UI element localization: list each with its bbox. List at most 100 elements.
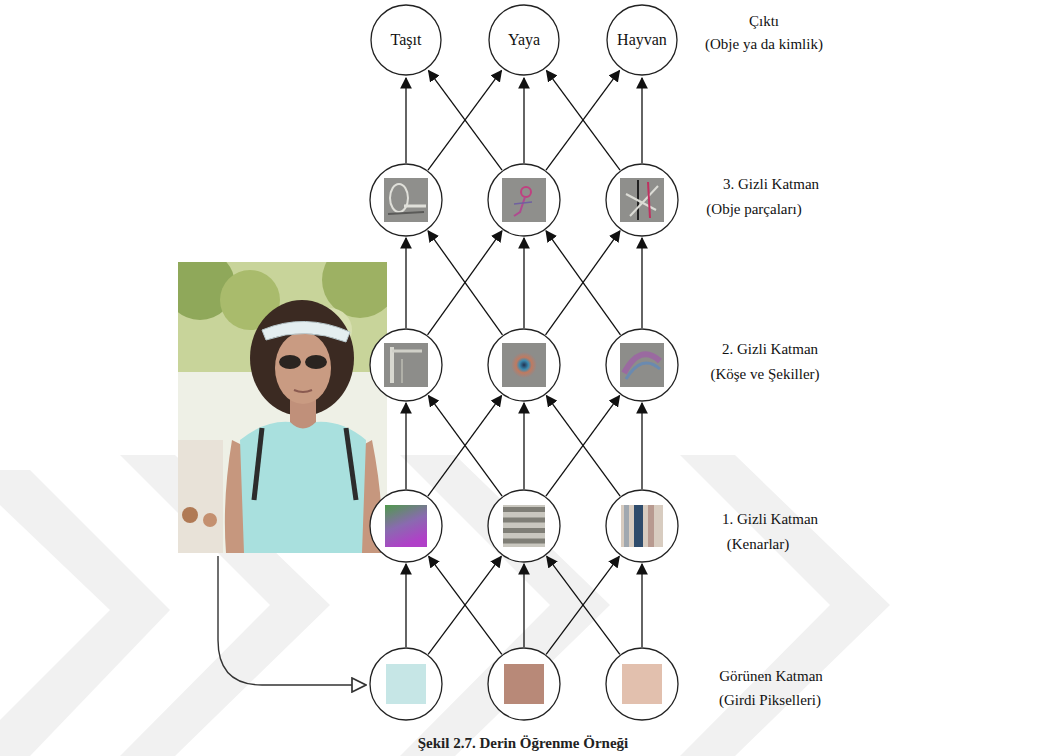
stripe [503,507,545,512]
layer-label: Çıktı [749,12,779,30]
connection-arrow [428,231,502,335]
neuron-circle [606,648,678,720]
connection-arrow [523,564,524,647]
neuron-circle [606,164,678,236]
photo-sunglasses [305,355,327,369]
neuron-circle [370,648,442,720]
layer-label: (Köşe ve Şekiller) [710,365,819,383]
connection-arrow [547,556,620,654]
neuron-circle [489,5,559,75]
feature-stroke [514,197,525,216]
connection-arrow [428,556,501,654]
layer-label: 1. Gizli Katman [722,510,818,528]
connection-arrow [428,396,502,497]
shape-feature [502,343,546,387]
feature-stroke [521,187,531,197]
connection-arrow [405,564,406,647]
photo-face [275,332,331,404]
output-neuron: Yaya [488,4,560,76]
photo-visor [262,321,350,342]
stripe [503,539,545,544]
layer-label: (Girdi Pikselleri) [719,691,821,709]
output-neuron: Hayvan [606,4,678,76]
neuron-circle [488,490,560,562]
layer-label: (Obje parçaları) [706,200,801,218]
connection-arrow [523,238,524,328]
neuron [606,490,678,562]
edge-feature [621,505,663,547]
figure-caption: Şekil 2.7. Derin Öğrenme Örneği [418,735,629,752]
input-photo [178,262,387,553]
connection-arrow [546,231,620,335]
feature-stroke [514,202,532,204]
connection-arrow [429,71,502,171]
connection-arrow [641,564,642,647]
part-feature [502,178,546,222]
input-arrow [218,556,366,685]
neuron [488,329,560,401]
neuron [488,164,560,236]
node-label: Hayvan [617,31,667,49]
neuron [370,648,442,720]
feature-stroke [392,350,422,353]
neuron-circles [370,164,678,720]
feature-stroke [401,359,403,383]
neuron-circle [606,490,678,562]
neuron [488,648,560,720]
edge-feature [503,505,545,547]
layer-label: 3. Gizli Katman [723,175,819,193]
connection-arrow [428,396,502,497]
feature-stroke [630,186,658,216]
connection-arrow [547,71,620,171]
connection-arrow [546,556,619,654]
stripe [648,505,654,547]
connection-arrow [641,78,642,163]
layer-label: Görünen Katman [719,667,823,685]
connection-arrow [641,403,642,489]
photo-bystander [203,513,217,527]
connection-arrow [546,396,620,497]
connection-arrow [405,403,406,489]
neuron-circle [488,164,560,236]
node-label: Taşıt [391,31,422,49]
neuron-circle [370,164,442,236]
connection-arrow [405,78,406,163]
shape-feature [384,343,428,387]
pixel-swatch [386,664,426,704]
connection-arrow [546,71,619,171]
connection-arrow [429,556,502,654]
photo-hair [250,300,354,416]
pixel-swatch [622,664,662,704]
neuron-circle [370,490,442,562]
photo-wall [178,440,223,553]
stripe [503,528,545,533]
neuron-circle [607,5,677,75]
neuron [370,490,442,562]
blob [511,352,537,378]
neuron [370,164,442,236]
neuron-circle [488,329,560,401]
edge-feature [385,505,427,547]
layer-label: (Kenarlar) [727,535,789,553]
connection-arrow [641,238,642,328]
watermark-chevron [680,455,890,756]
connection-arrow [546,231,620,335]
photo-mouth [294,390,312,392]
connection-arrow [523,403,524,489]
layer-label: 2. Gizli Katman [722,340,818,358]
photo-bystander [182,507,198,523]
neuron [606,164,678,236]
neuron [370,329,442,401]
photo-shirt [240,422,366,553]
feature-stroke [648,182,650,218]
feature-stroke [626,363,660,379]
connection-arrow [428,71,501,171]
output-neuron: Taşıt [370,4,442,76]
neuron [606,648,678,720]
neuron-circle [606,329,678,401]
neuron [606,329,678,401]
connection-arrow [428,231,502,335]
stripe [634,505,643,547]
